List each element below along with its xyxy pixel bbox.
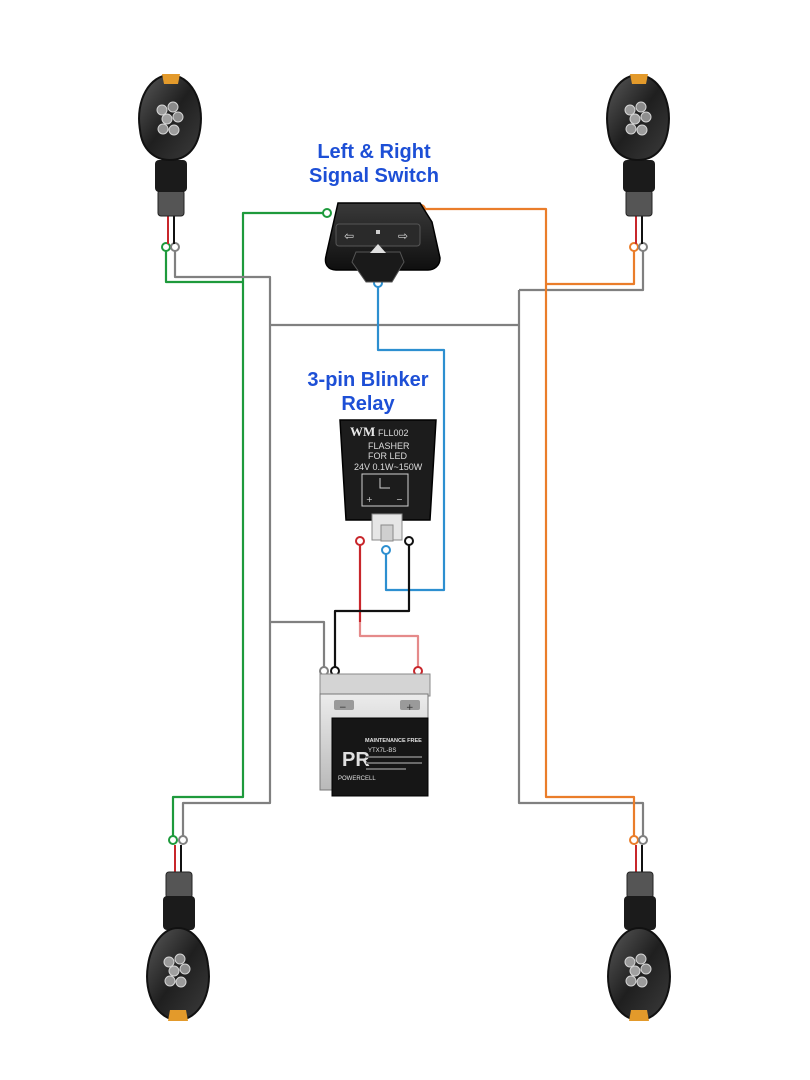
right-arrow-icon: ⇨ [398, 229, 408, 243]
green-wire [164, 211, 327, 838]
relay-brand: WM [350, 424, 375, 439]
blinker-relay: WM FLL002 FLASHER FOR LED 24V 0.1W~150W … [339, 419, 437, 542]
relay-line3: 24V 0.1W~150W [354, 462, 423, 472]
front-right-turn-signal [606, 73, 670, 244]
front-left-turn-signal [138, 73, 202, 244]
rear-left-turn-signal [146, 845, 210, 1022]
up-arrow-icon [370, 244, 386, 253]
pink-wire [358, 622, 420, 668]
signal-switch: ⇦ ⇨ [324, 202, 441, 283]
rear-right-turn-signal [607, 845, 671, 1022]
black-wire [333, 542, 411, 668]
relay-title-line2: Relay [341, 393, 395, 415]
relay-model: FLL002 [378, 428, 409, 438]
battery-tag: MAINTENANCE FREE [365, 738, 422, 744]
battery-brand-mark: PR [342, 749, 370, 771]
switch-title-line2: Signal Switch [309, 165, 439, 187]
gray-wire [173, 250, 645, 838]
battery: − + PR POWERCELL MAINTENANCE FREE YTX7L-… [319, 673, 431, 797]
battery-brand-name: POWERCELL [338, 776, 376, 782]
relay-line1: FLASHER [368, 441, 410, 451]
switch-title-line1: Left & Right [317, 141, 431, 163]
battery-model: YTX7L-BS [368, 748, 396, 754]
svg-text:+: + [406, 703, 414, 713]
svg-text:−: − [396, 495, 403, 504]
svg-text:+: + [366, 495, 373, 504]
svg-text:−: − [339, 703, 347, 713]
blue-wire [376, 284, 446, 592]
relay-line2: FOR LED [368, 451, 408, 461]
orange-wire [423, 207, 636, 838]
relay-title-line1: 3-pin Blinker [307, 369, 428, 391]
left-arrow-icon: ⇦ [344, 229, 354, 243]
